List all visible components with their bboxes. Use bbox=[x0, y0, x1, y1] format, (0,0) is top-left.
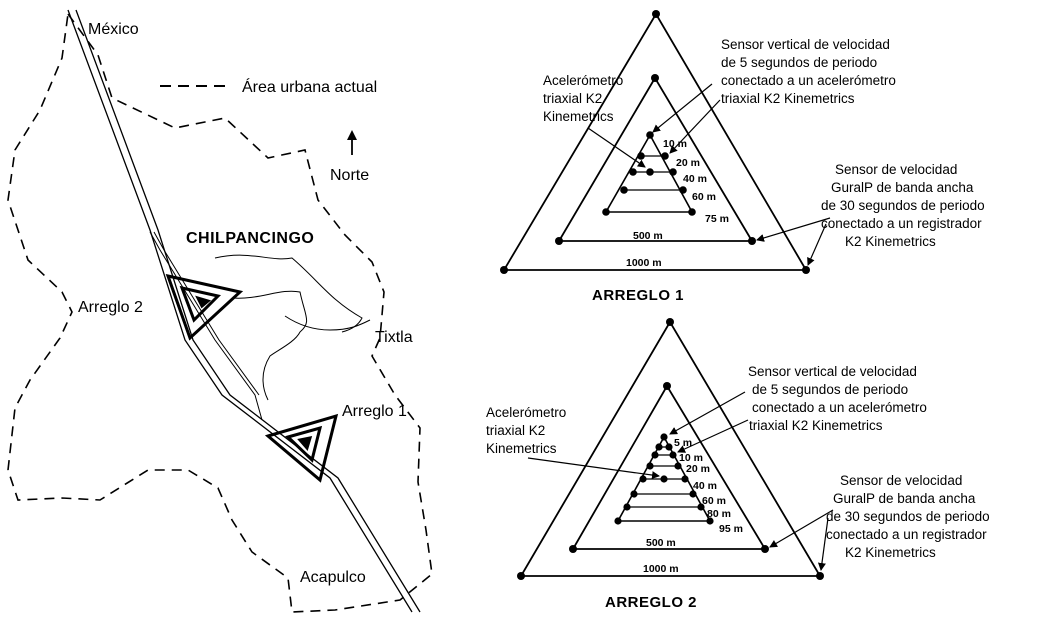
dist-label: 95 m bbox=[719, 523, 743, 535]
svg-text:conectado a un registrador: conectado a un registrador bbox=[821, 216, 982, 231]
highway bbox=[67, 9, 421, 613]
svg-text:conectado a un acelerómetro: conectado a un acelerómetro bbox=[721, 73, 896, 88]
svg-text:Sensor vertical de velocidad: Sensor vertical de velocidad bbox=[721, 37, 890, 52]
dist-label: 75 m bbox=[705, 213, 729, 225]
north-arrow-icon bbox=[347, 130, 357, 155]
annotation-arrows bbox=[587, 83, 831, 266]
dist-label: 20 m bbox=[686, 463, 710, 475]
array2-map-symbol bbox=[165, 273, 244, 341]
svg-text:de 5 segundos de periodo: de 5 segundos de periodo bbox=[721, 55, 877, 70]
svg-text:triaxial K2: triaxial K2 bbox=[543, 91, 602, 106]
dist-label: 1000 m bbox=[626, 257, 662, 269]
svg-text:triaxial K2 Kinemetrics: triaxial K2 Kinemetrics bbox=[749, 418, 883, 433]
svg-text:Acelerómetro: Acelerómetro bbox=[486, 405, 566, 420]
label-tixtla: Tixtla bbox=[375, 329, 413, 346]
svg-text:Kinemetrics: Kinemetrics bbox=[543, 109, 614, 124]
roads bbox=[149, 231, 371, 421]
svg-text:de 30 segundos de periodo: de 30 segundos de periodo bbox=[826, 509, 990, 524]
label-acapulco: Acapulco bbox=[300, 569, 366, 586]
sensor-dots bbox=[517, 318, 824, 580]
svg-text:de 30 segundos de periodo: de 30 segundos de periodo bbox=[821, 198, 985, 213]
arreglo1-title: ARREGLO 1 bbox=[592, 287, 684, 304]
dist-label: 1000 m bbox=[643, 563, 679, 575]
label-norte: Norte bbox=[330, 167, 369, 184]
dist-label: 80 m bbox=[707, 508, 731, 520]
svg-text:de 5 segundos de periodo: de 5 segundos de periodo bbox=[752, 382, 908, 397]
arreglo2-diagram: 5 m 10 m 20 m 40 m 60 m 80 m 95 m 500 m … bbox=[486, 318, 990, 611]
svg-text:Sensor de velocidad: Sensor de velocidad bbox=[840, 473, 962, 488]
svg-text:K2 Kinemetrics: K2 Kinemetrics bbox=[845, 234, 936, 249]
label-mexico: México bbox=[88, 21, 139, 38]
triangle-1000m bbox=[519, 320, 822, 577]
urban-area-outline bbox=[7, 11, 433, 613]
arreglo2-title: ARREGLO 2 bbox=[605, 594, 697, 611]
array1-map-symbol bbox=[264, 413, 339, 483]
annotation-arrows bbox=[527, 391, 834, 571]
dist-label: 60 m bbox=[702, 495, 726, 507]
dist-label: 500 m bbox=[646, 537, 676, 549]
sensor-dots bbox=[500, 10, 810, 274]
svg-text:triaxial K2: triaxial K2 bbox=[486, 423, 545, 438]
svg-text:GuralP de banda ancha: GuralP de banda ancha bbox=[831, 180, 974, 195]
dist-label: 40 m bbox=[683, 173, 707, 185]
svg-text:K2 Kinemetrics: K2 Kinemetrics bbox=[845, 545, 936, 560]
annotation-sensor-guralp: Sensor de velocidad GuralP de banda anch… bbox=[826, 473, 990, 560]
legend-label: Área urbana actual bbox=[242, 77, 377, 96]
svg-text:conectado a un acelerómetro: conectado a un acelerómetro bbox=[752, 400, 927, 415]
dist-label: 10 m bbox=[679, 452, 703, 464]
arreglo1-diagram: 10 m 20 m 40 m 60 m 75 m 500 m 1000 m AR… bbox=[500, 10, 985, 304]
dist-label: 40 m bbox=[693, 480, 717, 492]
dist-label: 20 m bbox=[676, 157, 700, 169]
svg-text:conectado a un registrador: conectado a un registrador bbox=[826, 527, 987, 542]
svg-text:Sensor de velocidad: Sensor de velocidad bbox=[835, 162, 957, 177]
triangle-1000m bbox=[502, 12, 808, 271]
svg-text:GuralP de banda ancha: GuralP de banda ancha bbox=[833, 491, 976, 506]
dist-label: 60 m bbox=[692, 191, 716, 203]
label-arreglo1: Arreglo 1 bbox=[342, 403, 407, 420]
svg-text:Sensor vertical de velocidad: Sensor vertical de velocidad bbox=[748, 364, 917, 379]
annotation-sensor-vertical: Sensor vertical de velocidad de 5 segund… bbox=[748, 364, 927, 433]
svg-text:Kinemetrics: Kinemetrics bbox=[486, 441, 557, 456]
annotation-sensor-guralp: Sensor de velocidad GuralP de banda anch… bbox=[821, 162, 985, 249]
annotation-acelerometro: Acelerómetro triaxial K2 Kinemetrics bbox=[543, 73, 623, 124]
triangle-500m bbox=[557, 76, 754, 242]
label-arreglo2: Arreglo 2 bbox=[78, 299, 143, 316]
svg-text:Acelerómetro: Acelerómetro bbox=[543, 73, 623, 88]
city-label: CHILPANCINGO bbox=[186, 230, 314, 247]
annotation-sensor-vertical: Sensor vertical de velocidad de 5 segund… bbox=[721, 37, 896, 106]
map-panel: México Área urbana actual Norte CHILPANC… bbox=[7, 9, 433, 613]
dist-label: 500 m bbox=[633, 230, 663, 242]
annotation-acelerometro: Acelerómetro triaxial K2 Kinemetrics bbox=[486, 405, 566, 456]
svg-text:triaxial K2 Kinemetrics: triaxial K2 Kinemetrics bbox=[721, 91, 855, 106]
triangle-500m bbox=[571, 384, 767, 550]
